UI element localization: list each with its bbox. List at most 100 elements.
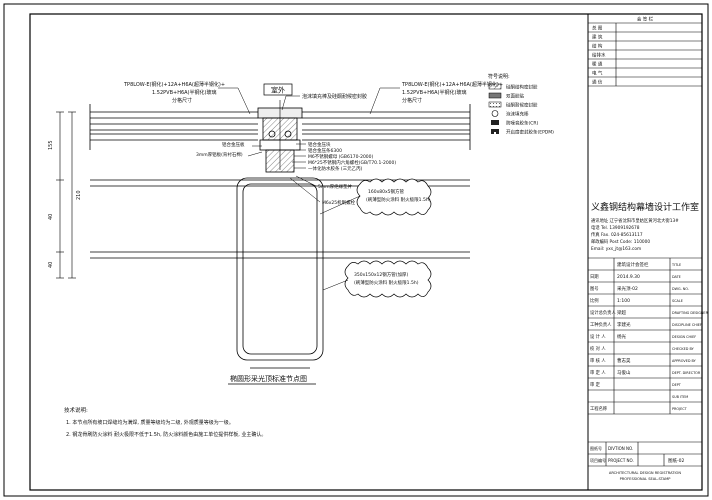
center-callouts: 泡沫填充棒及硅酮耐候密封胶 铝合金压块 铝合金压条6300 M6不锈钢螺母 (G… [281, 93, 396, 172]
company-line-2: 电话 Tel. 13909192678 [591, 224, 640, 231]
callout-al-plate: 铝合金压板 [222, 141, 245, 148]
notes-line-2: 2. 钢龙骨刷防火涂料 耐火极限不低于1.5h, 防火涂料颜色由施工单位提供样板… [66, 431, 266, 438]
tb-top-6: 电 气 [592, 70, 603, 77]
info-row-2-en: DWG. NO. [672, 287, 689, 291]
drawing-title: 椭圆形采光顶标准节点图 [230, 374, 307, 383]
callout-washer: 5mm厚绝缘垫片 [318, 183, 353, 190]
left-callouts: 铝合金压板 3mm厚铝板(背衬石棉) [196, 141, 263, 158]
info-row-6-value: 杨光 [617, 333, 626, 340]
callout-al-strip: 铝合金压条6300 [308, 147, 342, 154]
cloud-lower-line-2: (刷薄型防火涂料 耐火极限1.5h) [354, 279, 419, 286]
info-row-8-en: APPROVED BY [672, 359, 697, 363]
callout-al-panel: 3mm厚铝板(背衬石棉) [196, 151, 243, 158]
callout-foam-rod: 泡沫填充棒及硅酮耐候密封胶 [302, 93, 367, 100]
dim-40-b: 40 [48, 262, 54, 268]
dim-40-a: 40 [48, 214, 54, 220]
info-row-10-en: DEPT [672, 383, 682, 387]
cloud-callout-upper: 160x80x5钢方管 (刷薄型防火涂料 耐火极限1.5h) [319, 178, 432, 216]
legend-swatch-weather-sealant [488, 101, 502, 108]
info-row-9-value: 马俊山 [617, 369, 631, 376]
info-row-7-label: 校 对 人 [590, 345, 606, 352]
right-glass-line-2: 1.52PVB+H6A(半钢化)玻璃 [402, 89, 466, 96]
info-row-7-en: CHECKED BY [672, 347, 695, 351]
info-row-3-en: SCALE [672, 299, 683, 303]
callout-gasket: 一体化防水胶条 (三元乙丙) [308, 165, 363, 172]
legend-item-2: 双面胶贴 [506, 93, 524, 100]
title-block-top-rows: 会 签 栏 总 图 建 筑 结 构 给排水 暖 通 电 气 通 信 [592, 16, 654, 86]
info-row-5-label: 工种负责人 [590, 321, 612, 328]
info-row-0-value: 建筑设计会签栏 [617, 261, 649, 268]
info-row-12-label: 工程名称 [590, 405, 608, 412]
dimension-lines [56, 111, 76, 279]
company-line-4: 邮政编码 Post Code: 110000 [591, 238, 650, 245]
legend: 符号说明: 硅酮结构密封胶 双面胶贴 硅酮耐候密封胶 泡沫填充棒 防噪音胶条(C… [488, 73, 554, 136]
legend-title: 符号说明: [488, 73, 510, 80]
info-row-3-value: 1:100 [617, 298, 630, 304]
tb-bottom-label-1: 图纸号 [590, 445, 602, 451]
title-block-bottom: 图纸号 DIVTION NO. 项目编号 PROJECT NO. 图纸-02 A… [590, 445, 684, 481]
legend-swatch-foam-rod [491, 110, 499, 117]
info-row-2-label: 图号 [590, 286, 599, 292]
notes-line-1: 1. 本节点所有坡口焊缝均为满焊, 质量等级均为二级, 外观质量等级为一级。 [66, 419, 234, 426]
tb-top-0: 会 签 栏 [637, 16, 654, 23]
tb-bottom-en-2: PROJECT NO. [608, 458, 634, 463]
cloud-upper-line-1: 160x80x5钢方管 [368, 188, 405, 195]
legend-item-4: 泡沫填充棒 [506, 111, 529, 118]
callout-bolt: M6*25不锈钢内六角螺栓(GB/T70.1-2000) [308, 159, 396, 166]
legend-item-3: 硅酮耐候密封胶 [506, 102, 538, 109]
info-row-10-label: 审 定 [590, 381, 601, 388]
info-row-8-value: 曹志昊 [617, 357, 631, 364]
company-name: 义鑫钢结构幕墙设计工作室 [591, 201, 699, 213]
right-glass-callout: TP8LOW-E(钢化)+12A+H6A(超薄半钢化)+ 1.52PVB+H6A… [369, 81, 503, 115]
tb-top-5: 暖 通 [592, 61, 603, 68]
tb-top-7: 通 信 [592, 79, 603, 86]
info-row-12-en: PROJECT [672, 407, 688, 411]
company-line-1: 通讯地址 辽宁省沈阳市皇姑区黄河北大街13# [591, 217, 679, 224]
callout-al-clamp: 铝合金压块 [308, 141, 331, 148]
company-line-5: Email: yxs_jt@163.com [591, 246, 641, 252]
tb-footer-2: PROFESSIONAL SEAL-STAMP [620, 477, 672, 481]
company-line-3: 传真 Fax. 024-85613117 [591, 231, 643, 238]
tb-top-1: 总 图 [592, 25, 603, 32]
info-row-4-en: DRAFTING DESIGNER [672, 311, 709, 315]
title-block [587, 14, 702, 490]
legend-swatch-epdm-strip [491, 129, 499, 134]
outer-border [3, 3, 709, 497]
right-glass-line-3: 分格尺寸 [402, 97, 422, 104]
inner-border [29, 13, 703, 491]
left-glass-line-2: 1.52PVB+H6A(半钢化)玻璃 [152, 89, 216, 96]
info-row-5-en: DISCIPLINE CHIEF [672, 323, 702, 327]
left-glass-line-1: TP8LOW-E(钢化)+12A+H6A(超薄半钢化)+ [123, 81, 225, 88]
dim-155: 155 [48, 140, 54, 150]
tb-top-4: 给排水 [592, 52, 606, 59]
legend-swatch-structural-sealant [488, 83, 502, 90]
left-glass-callout: TP8LOW-E(钢化)+12A+H6A(超薄半钢化)+ 1.52PVB+H6A… [123, 81, 251, 115]
detail-drawing [89, 100, 471, 369]
info-row-1-value: 2014.9.30 [617, 274, 640, 280]
info-row-9-en: DEPT. DIRECTOR [672, 371, 701, 375]
label-outside: 室外 [271, 86, 285, 95]
right-glass-line-1: TP8LOW-E(钢化)+12A+H6A(超薄半钢化)+ [401, 81, 503, 88]
info-row-8-label: 审 核 人 [590, 357, 606, 364]
tb-bottom-en-1: DIVTION NO. [608, 446, 633, 451]
tb-bottom-label-2: 项目编号 [590, 457, 606, 463]
legend-item-1: 硅酮结构密封胶 [506, 84, 538, 91]
info-row-0-en: TITLE [671, 263, 681, 267]
tb-top-3: 结 构 [592, 43, 603, 50]
legend-item-6: 开启扇密封胶条(EPDM) [506, 129, 554, 136]
info-row-3-label: 比例 [590, 297, 599, 304]
info-row-1-en: DATE [672, 275, 681, 279]
dim-210: 210 [76, 190, 82, 200]
info-row-4-value: 梁超 [617, 309, 626, 316]
info-row-2-value: 采光顶-02 [617, 285, 638, 292]
cloud-callout-lower: 350x150x12钢方管(加厚) (刷薄型防火涂料 耐火极限1.5h) [322, 260, 432, 298]
info-row-9-label: 审 定 人 [590, 369, 606, 376]
callout-nut: M6不锈钢螺母 (GB6170-2000) [308, 153, 374, 160]
notes-title: 技术说明: [64, 406, 88, 414]
legend-swatch-cr-strip [491, 120, 499, 125]
info-row-6-label: 设 计 人 [590, 333, 606, 340]
tech-notes: 技术说明: 1. 本节点所有坡口焊缝均为满焊, 质量等级均为二级, 外观质量等级… [64, 406, 266, 438]
tb-bottom-right: 图纸-02 [668, 457, 684, 464]
